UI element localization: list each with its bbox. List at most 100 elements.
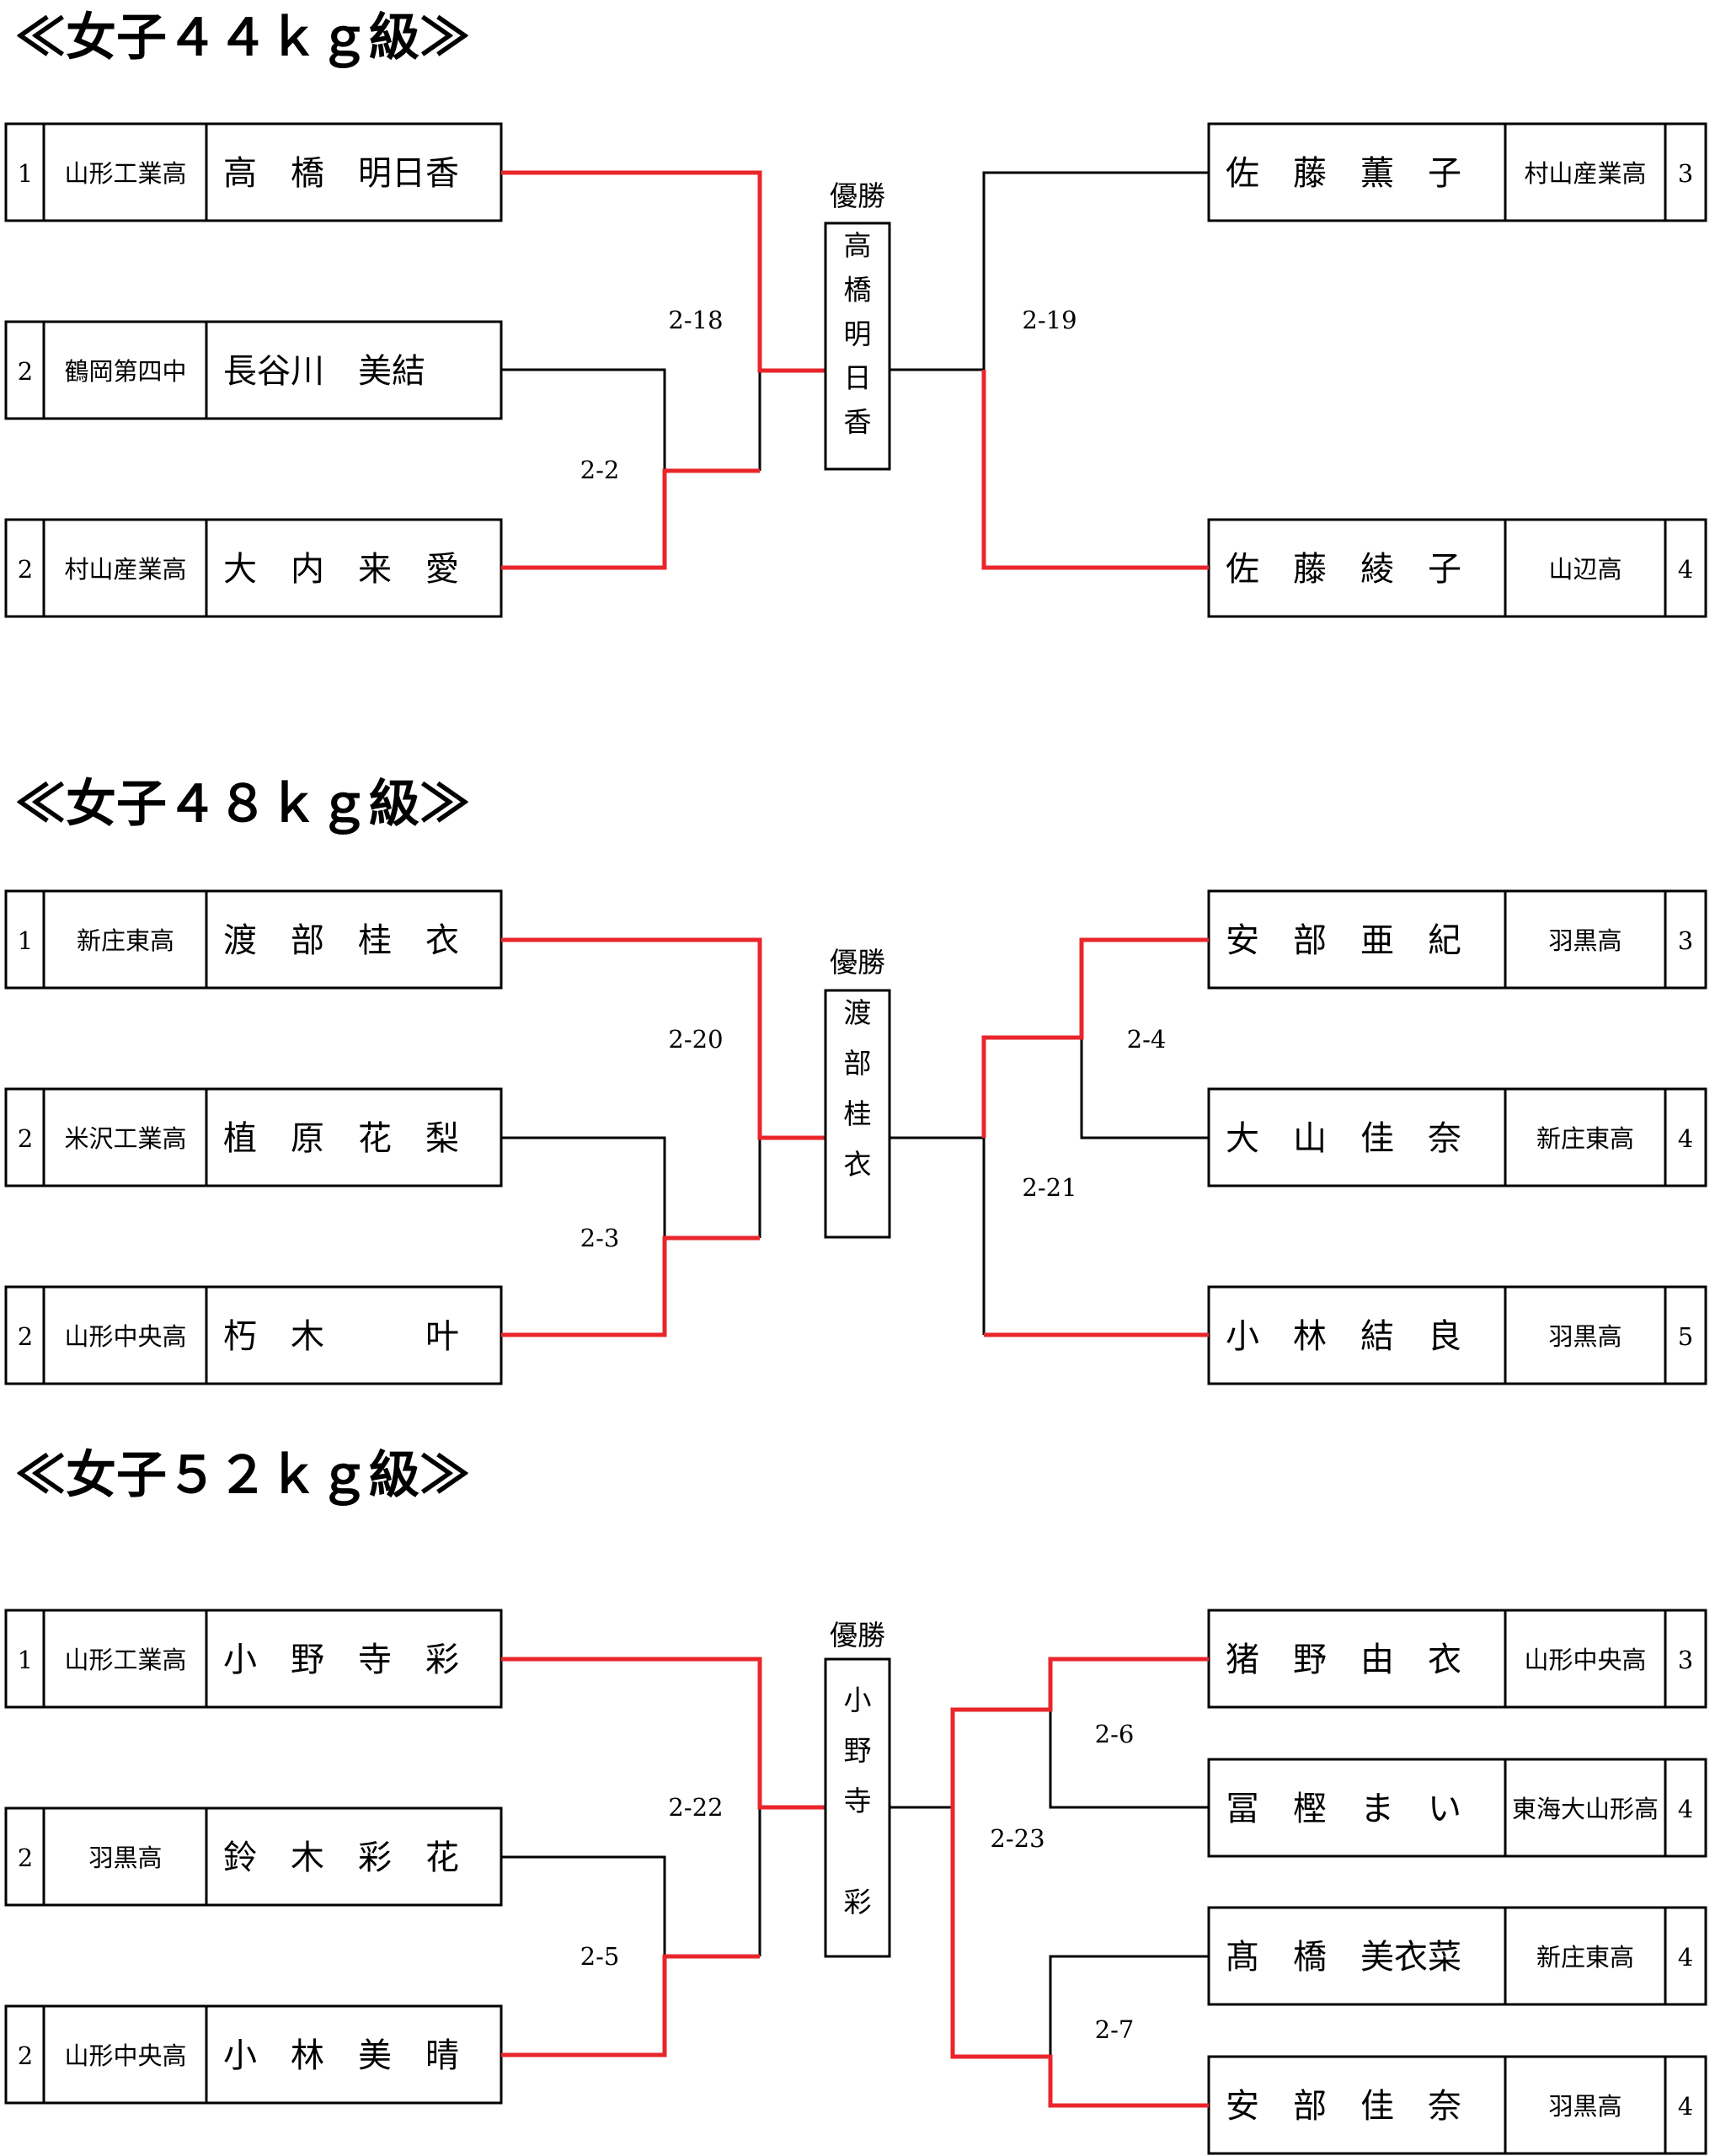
seed-number: 2: [18, 555, 33, 584]
school-name: 東海大山形高: [1512, 1795, 1659, 1823]
match-number: 2-19: [1022, 306, 1077, 334]
school-name: 鶴岡第四中: [64, 357, 186, 386]
entry-row: 1 山形工業高 高 橋 明日香: [4, 122, 503, 222]
seed-number: 3: [1678, 1646, 1693, 1674]
school-name: 村山産業高: [1524, 159, 1646, 188]
match-number: 2-5: [580, 1942, 620, 1971]
division-44kg: ≪女子４４ｋｇ級≫ 1 山形工業高 高 橋 明日香 2 鶴岡第四中 長谷川 美結…: [4, 8, 1707, 618]
school-name: 米沢工業高: [64, 1124, 186, 1153]
bracket-lines: [501, 937, 1209, 1337]
seed-number: 2: [18, 357, 33, 386]
champion-name: 小野寺 彩: [844, 1684, 872, 1919]
seed-number: 4: [1678, 1124, 1693, 1153]
entry-row: 冨 樫 ま い 東海大山形高 4: [1207, 1758, 1707, 1858]
athlete-name: 朽 木 叶: [223, 1317, 459, 1356]
athlete-name: 大 山 佳 奈: [1226, 1119, 1461, 1158]
athlete-name: 高 橋 明日香: [223, 154, 459, 193]
school-name: 山形中央高: [64, 1322, 186, 1351]
entry-row: 2 山形中央高 朽 木 叶: [4, 1285, 503, 1385]
athlete-name: 佐 藤 綾 子: [1226, 550, 1461, 589]
seed-number: 3: [1678, 159, 1693, 188]
school-name: 山形中央高: [64, 2041, 186, 2070]
division-52kg: ≪女子５２ｋｇ級≫ 1 山形工業高 小 野 寺 彩 2 羽黒高 鈴 木 彩 花 …: [4, 1446, 1707, 2155]
school-name: 山辺高: [1548, 555, 1622, 584]
division-title: ≪女子４４ｋｇ級≫: [15, 8, 470, 68]
match-number: 2-23: [990, 1824, 1044, 1853]
seed-number: 5: [1678, 1322, 1693, 1351]
athlete-name: 長谷川 美結: [223, 352, 425, 391]
seed-number: 1: [18, 159, 33, 188]
athlete-name: 安 部 佳 奈: [1226, 2087, 1461, 2126]
match-number: 2-21: [1022, 1173, 1077, 1202]
athlete-name: 渡 部 桂 衣: [223, 921, 459, 960]
entry-row: 小 林 結 良 羽黒高 5: [1207, 1285, 1707, 1385]
athlete-name: 冨 樫 ま い: [1226, 1790, 1461, 1828]
match-number: 2-22: [668, 1793, 723, 1822]
school-name: 山形中央高: [1524, 1646, 1646, 1674]
entry-row: 2 米沢工業高 植 原 花 梨: [4, 1087, 503, 1187]
seed-number: 4: [1678, 1943, 1693, 1972]
school-name: 羽黒高: [1548, 926, 1622, 955]
champion-label: 優勝: [830, 1619, 885, 1652]
entry-row: 安 部 佳 奈 羽黒高 4: [1207, 2055, 1707, 2155]
entry-row: 大 山 佳 奈 新庄東高 4: [1207, 1087, 1707, 1187]
seed-number: 4: [1678, 1795, 1693, 1823]
champion-label: 優勝: [830, 179, 885, 212]
division-48kg: ≪女子４８ｋｇ級≫ 1 新庄東高 渡 部 桂 衣 2 米沢工業高 植 原 花 梨…: [4, 775, 1707, 1385]
seed-number: 2: [18, 2041, 33, 2070]
bracket-lines: [501, 1657, 1209, 2108]
school-name: 山形工業高: [64, 159, 186, 188]
entry-row: 安 部 亜 紀 羽黒高 3: [1207, 889, 1707, 990]
champion-box: [824, 989, 891, 1239]
champion-box: [824, 221, 891, 471]
athlete-name: 安 部 亜 紀: [1226, 921, 1461, 960]
school-name: 羽黒高: [1548, 2092, 1622, 2121]
school-name: 村山産業高: [64, 555, 186, 584]
champion-box: [824, 1657, 891, 1958]
match-number: 2-2: [580, 456, 620, 484]
division-title: ≪女子４８ｋｇ級≫: [15, 775, 470, 835]
match-number: 2-6: [1095, 1720, 1135, 1748]
match-number: 2-7: [1095, 2015, 1135, 2044]
seed-number: 4: [1678, 555, 1693, 584]
match-number: 2-4: [1127, 1025, 1167, 1054]
school-name: 山形工業高: [64, 1646, 186, 1674]
entry-row: 1 山形工業高 小 野 寺 彩: [4, 1609, 503, 1709]
entry-row: 佐 藤 薫 子 村山産業高 3: [1207, 122, 1707, 222]
bracket-lines: [501, 170, 1209, 570]
seed-number: 4: [1678, 2092, 1693, 2121]
athlete-name: 植 原 花 梨: [223, 1119, 459, 1158]
school-name: 羽黒高: [1548, 1322, 1622, 1351]
entry-row: 2 羽黒高 鈴 木 彩 花: [4, 1806, 503, 1907]
seed-number: 2: [18, 1124, 33, 1153]
match-number: 2-18: [668, 306, 723, 334]
seed-number: 1: [18, 926, 33, 955]
match-number: 2-3: [580, 1224, 620, 1252]
athlete-name: 小 林 結 良: [1226, 1317, 1461, 1356]
athlete-name: 小 林 美 晴: [223, 2036, 459, 2075]
entry-row: 2 村山産業高 大 内 来 愛: [4, 518, 503, 618]
school-name: 新庄東高: [1536, 1124, 1634, 1153]
athlete-name: 大 内 来 愛: [223, 550, 459, 589]
entry-row: 佐 藤 綾 子 山辺高 4: [1207, 518, 1707, 618]
entry-row: 1 新庄東高 渡 部 桂 衣: [4, 889, 503, 990]
seed-number: 2: [18, 1322, 33, 1351]
entry-row: 2 山形中央高 小 林 美 晴: [4, 2004, 503, 2105]
athlete-name: 小 野 寺 彩: [223, 1641, 459, 1679]
seed-number: 3: [1678, 926, 1693, 955]
school-name: 新庄東高: [1536, 1943, 1634, 1972]
champion-name: 高橋明日香: [844, 229, 872, 439]
school-name: 羽黒高: [88, 1844, 162, 1872]
athlete-name: 鈴 木 彩 花: [223, 1838, 459, 1877]
entry-row: 猪 野 由 衣 山形中央高 3: [1207, 1609, 1707, 1709]
athlete-name: 佐 藤 薫 子: [1226, 154, 1461, 193]
champion-name: 渡部桂衣: [844, 996, 872, 1181]
seed-number: 2: [18, 1844, 33, 1872]
division-title: ≪女子５２ｋｇ級≫: [15, 1446, 470, 1506]
match-number: 2-20: [668, 1025, 723, 1054]
seed-number: 1: [18, 1646, 33, 1674]
athlete-name: 猪 野 由 衣: [1226, 1641, 1461, 1679]
school-name: 新庄東高: [77, 926, 174, 955]
champion-label: 優勝: [830, 946, 885, 979]
